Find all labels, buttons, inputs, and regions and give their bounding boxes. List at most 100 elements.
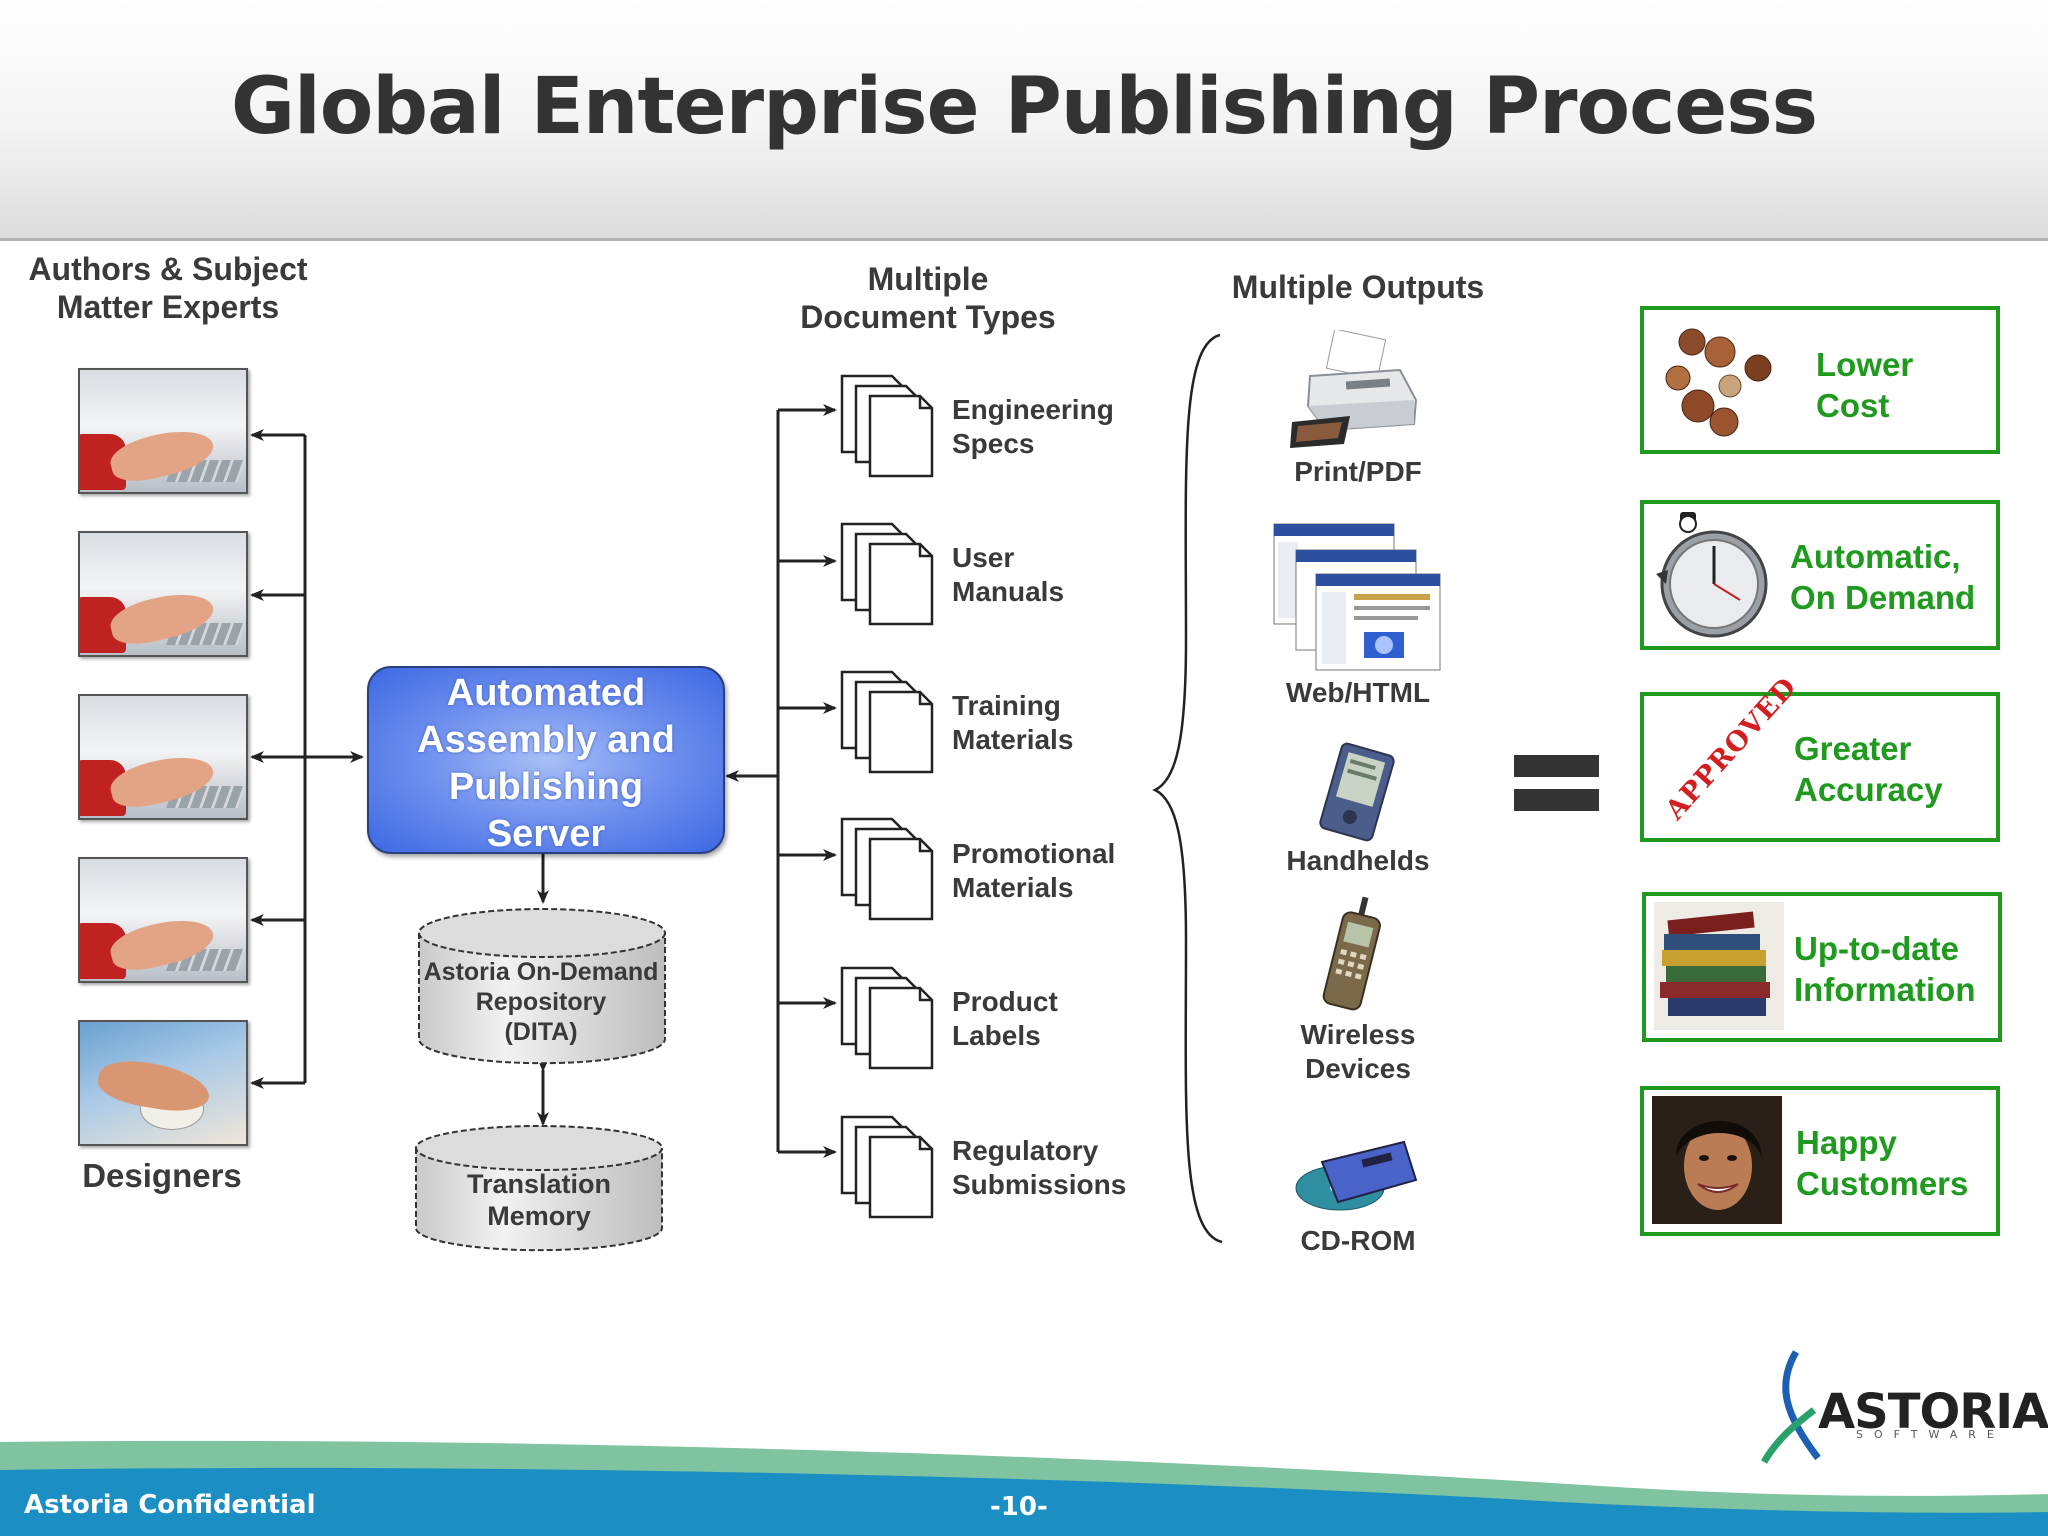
page-title: Global Enterprise Publishing Process	[230, 62, 1818, 152]
stopwatch-icon	[1656, 512, 1768, 638]
doc-type-label-line1: Promotional	[952, 838, 1116, 869]
author-photo	[78, 857, 248, 983]
author-photo	[78, 531, 248, 657]
doc-type-label: Engineering Specs	[952, 393, 1114, 461]
browser-windows-icon	[1273, 523, 1441, 671]
server-label-line4: Server	[486, 813, 606, 855]
outputs-heading: Multiple Outputs	[1231, 269, 1485, 305]
repository-label-line1: Astoria On-Demand	[423, 958, 659, 986]
benefit-label-line1: Up-to-date	[1794, 930, 1959, 967]
logo-subtitle: SOFTWARE	[1856, 1428, 2005, 1441]
server-label: Automated Assembly and Publishing Server	[369, 668, 723, 858]
doc-type-label-line2: Manuals	[952, 576, 1065, 608]
translation-label-line1: Translation	[466, 1169, 612, 1199]
authors-heading-line2: Matter Experts	[56, 289, 280, 326]
benefit-box: Automatic, On Demand	[1640, 500, 2000, 650]
designers-label: Designers	[82, 1157, 242, 1194]
benefit-box: Happy Customers	[1640, 1086, 2000, 1236]
document-stack-icon	[840, 522, 934, 626]
author-bus	[250, 429, 364, 1089]
cell-phone-icon	[1322, 896, 1381, 1011]
output-label: CD-ROM	[1300, 1225, 1416, 1256]
book-stack-icon	[1654, 902, 1784, 1030]
title-banner	[0, 0, 2048, 241]
benefit-label-line2: Accuracy	[1794, 771, 1943, 808]
benefit-label: Lower Cost	[1816, 344, 1913, 426]
doc-type-label-line1: Engineering	[952, 394, 1114, 425]
doc-types-heading-line2: Document Types	[800, 299, 1056, 336]
translation-label-line2: Memory	[487, 1201, 591, 1232]
repository-label-line2: Repository	[475, 988, 607, 1016]
translation-memory-label: Translation Memory	[412, 1168, 666, 1233]
output-label-line2: Devices	[1305, 1052, 1411, 1084]
printer-icon	[1290, 330, 1418, 448]
output-label: Wireless Devices	[1260, 1018, 1456, 1085]
authors-heading: Authors & Subject Matter Experts	[0, 250, 336, 327]
benefit-label-line1: Happy	[1796, 1124, 1897, 1161]
output-label: Handhelds	[1286, 845, 1430, 876]
doc-types-heading: Multiple Document Types	[780, 260, 1076, 337]
benefit-label-line2: Cost	[1816, 387, 1890, 424]
footer-band	[0, 1440, 2048, 1536]
benefit-label-line2: Customers	[1796, 1165, 1969, 1202]
output-label: Print/PDF	[1294, 456, 1422, 487]
pda-icon	[1319, 742, 1395, 842]
benefit-label: Greater Accuracy	[1794, 728, 1943, 810]
doc-type-label-line1: Regulatory	[952, 1135, 1099, 1166]
smiling-customer-icon	[1652, 1096, 1782, 1224]
doc-type-label-line1: Training	[952, 690, 1061, 721]
author-photo	[78, 694, 248, 820]
doc-type-label: Product Labels	[952, 985, 1058, 1053]
doc-type-label: Training Materials	[952, 689, 1073, 757]
cd-rom-icon	[1295, 1140, 1418, 1211]
confidential-label: Astoria Confidential	[24, 1490, 316, 1520]
page-number: -10-	[990, 1492, 1048, 1522]
equals-sign	[1514, 755, 1599, 811]
benefit-label: Up-to-date Information	[1794, 928, 1975, 1010]
document-stack-icon	[840, 966, 934, 1070]
benefit-box: Up-to-date Information	[1642, 892, 2002, 1042]
doc-type-label-line1: User	[952, 542, 1015, 573]
document-stack-icon	[840, 817, 934, 921]
doc-types-heading-line1: Multiple	[867, 261, 989, 297]
benefit-label-line2: Information	[1794, 971, 1976, 1008]
benefit-box: APPROVED Greater Accuracy	[1640, 671, 2000, 842]
doc-type-label: Promotional Materials	[952, 837, 1115, 905]
repository-label: Astoria On-Demand Repository (DITA)	[415, 957, 667, 1047]
benefit-label: Automatic, On Demand	[1790, 536, 1975, 618]
server-label-line2: Assembly and	[417, 719, 675, 761]
doc-type-label-line2: Submissions	[952, 1169, 1127, 1201]
benefit-label-line1: Greater	[1794, 730, 1912, 767]
repository-cylinder	[418, 908, 666, 1065]
benefit-label-line2: On Demand	[1790, 579, 1976, 616]
doc-type-label-line2: Labels	[952, 1020, 1041, 1052]
benefit-box: Lower Cost	[1640, 306, 2000, 454]
output-label: Web/HTML	[1285, 677, 1431, 708]
author-photo	[78, 368, 248, 494]
astoria-logo-mark	[1760, 1350, 1821, 1464]
authors-heading-line1: Authors & Subject	[28, 251, 308, 287]
outputs-brace	[1152, 333, 1223, 1244]
doc-type-label-line2: Materials	[952, 872, 1074, 904]
output-label-line1: Wireless	[1300, 1019, 1416, 1050]
doc-type-label: User Manuals	[952, 541, 1064, 609]
logo-wordmark: ASTORIA	[1818, 1384, 2048, 1440]
benefit-label: Happy Customers	[1796, 1122, 1968, 1204]
publishing-server: Automated Assembly and Publishing Server	[367, 666, 725, 855]
translation-memory-cylinder	[415, 1125, 663, 1252]
doc-type-label-line1: Product	[952, 986, 1058, 1017]
doc-type-label-line2: Materials	[952, 724, 1074, 756]
document-stack-icon	[840, 670, 934, 774]
document-stack-icon	[840, 1115, 934, 1219]
server-label-line1: Automated	[446, 672, 646, 714]
server-label-line3: Publishing	[448, 766, 644, 808]
benefit-label-line1: Lower	[1816, 346, 1914, 383]
document-stack-icon	[840, 374, 934, 478]
benefit-label-line1: Automatic,	[1790, 538, 1961, 575]
doc-type-label: Regulatory Submissions	[952, 1134, 1126, 1202]
document-bus	[725, 404, 837, 1158]
repository-label-line3: (DITA)	[504, 1018, 578, 1046]
designer-photo	[78, 1020, 248, 1146]
doc-type-label-line2: Specs	[952, 428, 1035, 460]
